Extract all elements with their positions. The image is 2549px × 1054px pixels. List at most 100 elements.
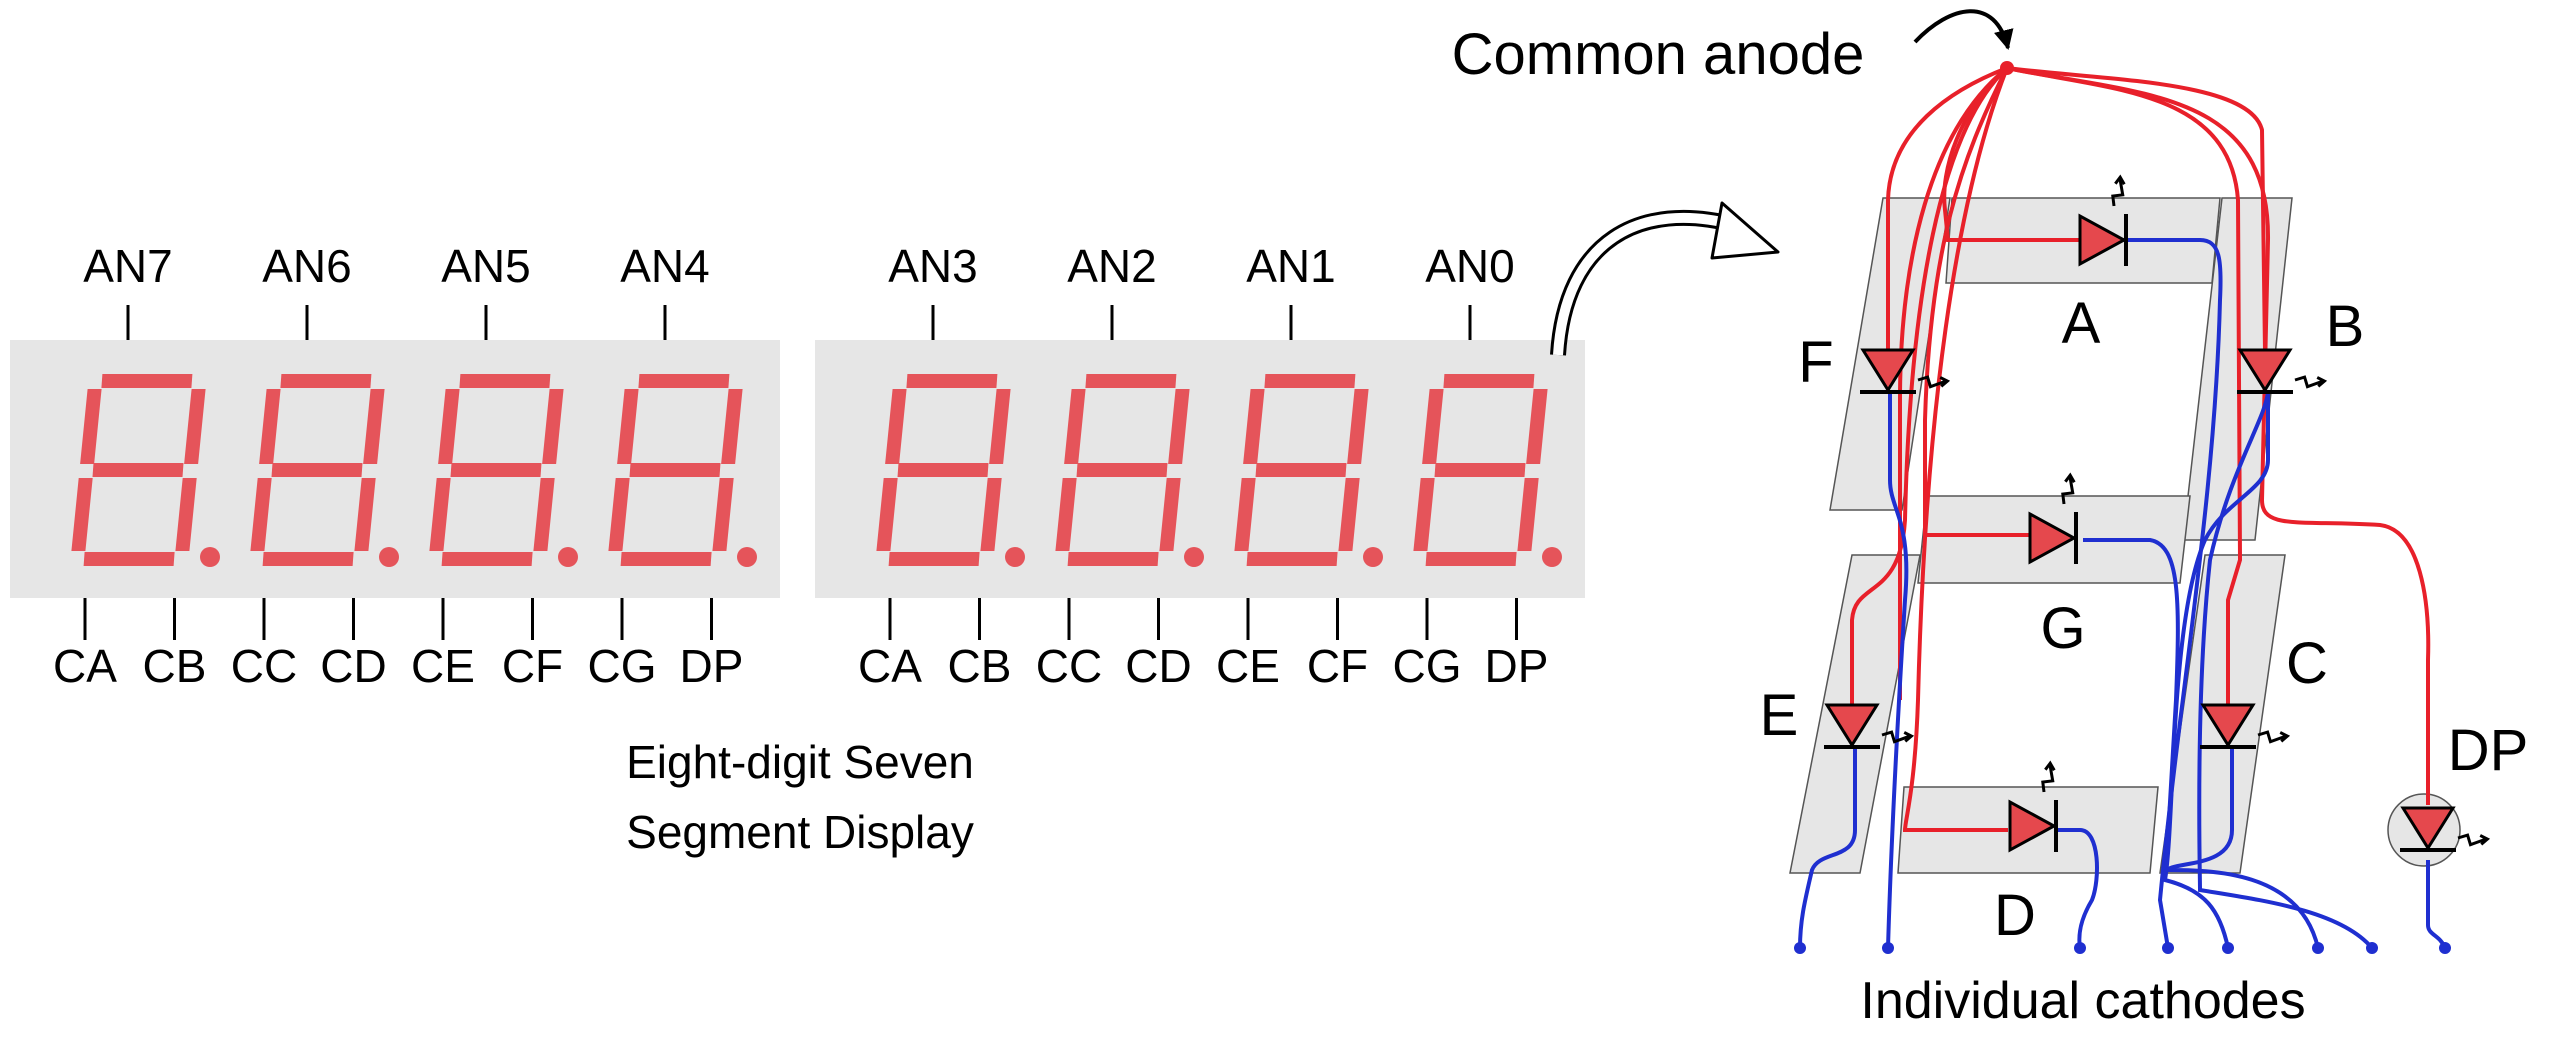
cathode-label: CE bbox=[1216, 640, 1280, 692]
digit-segment bbox=[721, 389, 743, 464]
cathode-terminals bbox=[1794, 942, 2451, 954]
digit-segment bbox=[1526, 389, 1548, 464]
cathode-label: DP bbox=[680, 640, 744, 692]
led-diode-icon-f bbox=[1860, 348, 1951, 394]
digit-segment bbox=[629, 463, 721, 477]
anode-label: AN7 bbox=[83, 240, 172, 292]
led-diode-icon-a bbox=[2078, 174, 2128, 267]
cathode-label: CC bbox=[1036, 640, 1102, 692]
segment-schematic: A B F G C E D DP bbox=[1760, 61, 2529, 954]
digit-decimal-point bbox=[200, 547, 220, 567]
digit-segment bbox=[1434, 463, 1526, 477]
light-emission-arrow-icon bbox=[1917, 375, 1951, 389]
led-diode-icon-b bbox=[2237, 348, 2328, 394]
led-diode-icon-g bbox=[2028, 472, 2078, 565]
seven-segment-digit bbox=[1055, 374, 1204, 567]
digit-decimal-point bbox=[1542, 547, 1562, 567]
cathode-label: CC bbox=[231, 640, 297, 692]
light-emission-arrow-icon bbox=[2111, 174, 2126, 207]
digit-segment bbox=[1425, 552, 1517, 566]
digit-segment bbox=[620, 552, 712, 566]
digit-segment bbox=[438, 389, 460, 464]
digit-segment bbox=[1067, 552, 1159, 566]
cathode-label: CG bbox=[1393, 640, 1462, 692]
display-title-line1: Eight-digit Seven bbox=[626, 736, 974, 788]
digit-segment bbox=[1422, 389, 1444, 464]
seven-segment-digit bbox=[608, 374, 757, 567]
digit-segment bbox=[450, 463, 542, 477]
digit-segment bbox=[271, 463, 363, 477]
digit-segment bbox=[262, 552, 354, 566]
digit-segment bbox=[250, 478, 272, 551]
digit-segment bbox=[459, 374, 551, 388]
digit-segment bbox=[83, 552, 175, 566]
digit-segment bbox=[80, 389, 102, 464]
segment-label-c: C bbox=[2286, 631, 2328, 696]
cathode-label: DP bbox=[1485, 640, 1549, 692]
anode-label: AN3 bbox=[888, 240, 977, 292]
digit-segment bbox=[897, 463, 989, 477]
digit-segment bbox=[980, 478, 1002, 551]
led-diode-icon-d bbox=[2008, 760, 2058, 853]
digit-segment bbox=[101, 374, 193, 388]
digit-segment bbox=[429, 478, 451, 551]
digit-segment bbox=[1255, 463, 1347, 477]
cathode-label: CA bbox=[858, 640, 922, 692]
common-anode-pointer-icon bbox=[1913, 9, 2014, 50]
digit-segment bbox=[1243, 389, 1265, 464]
led-diode-icon-dp bbox=[2400, 806, 2491, 852]
curved-arrow-icon bbox=[1550, 201, 1780, 356]
anode-label: AN0 bbox=[1425, 240, 1514, 292]
segment-label-d: D bbox=[1994, 883, 2036, 948]
digit-segment bbox=[1168, 389, 1190, 464]
common-anode-label: Common anode bbox=[1452, 22, 1865, 87]
cathode-label: CB bbox=[143, 640, 207, 692]
digit-segment bbox=[1413, 478, 1435, 551]
digit-segment bbox=[354, 478, 376, 551]
digit-segment bbox=[533, 478, 555, 551]
digit-segment bbox=[885, 389, 907, 464]
seven-segment-digit bbox=[250, 374, 399, 567]
digit-segment bbox=[542, 389, 564, 464]
digit-segment bbox=[638, 374, 730, 388]
light-emission-arrow-icon bbox=[1881, 730, 1915, 744]
led-diode-icon-e bbox=[1824, 703, 1915, 749]
digit-segment bbox=[1234, 478, 1256, 551]
digit-segment bbox=[1064, 389, 1086, 464]
cathode-label: CF bbox=[1307, 640, 1368, 692]
digit-segment bbox=[888, 552, 980, 566]
digit-decimal-point bbox=[558, 547, 578, 567]
digit-decimal-point bbox=[1184, 547, 1204, 567]
digit-segment bbox=[1076, 463, 1168, 477]
digit-segment bbox=[876, 478, 898, 551]
seven-segment-digit bbox=[876, 374, 1025, 567]
digit-segment bbox=[989, 389, 1011, 464]
digit-decimal-point bbox=[379, 547, 399, 567]
digit-segment bbox=[441, 552, 533, 566]
light-emission-arrow-icon bbox=[2457, 833, 2491, 847]
led-diode-icon-c bbox=[2200, 703, 2291, 749]
segment-label-b: B bbox=[2326, 294, 2365, 359]
display-title-line2: Segment Display bbox=[626, 806, 974, 858]
digit-segment bbox=[608, 478, 630, 551]
digit-segment bbox=[1085, 374, 1177, 388]
led-group bbox=[1824, 174, 2491, 853]
seven-segment-digit bbox=[1413, 374, 1562, 567]
anode-label: AN1 bbox=[1246, 240, 1335, 292]
digit-segment bbox=[184, 389, 206, 464]
digit-segment bbox=[1264, 374, 1356, 388]
digit-segment bbox=[1159, 478, 1181, 551]
digit-segment bbox=[1347, 389, 1369, 464]
digit-segment bbox=[71, 478, 93, 551]
segment-label-dp: DP bbox=[2448, 718, 2529, 783]
digit-segment bbox=[92, 463, 184, 477]
anode-wires bbox=[1850, 66, 2431, 832]
digit-segment bbox=[617, 389, 639, 464]
seven-segment-digit bbox=[429, 374, 578, 567]
digit-segment bbox=[1517, 478, 1539, 551]
seven-segment-digit bbox=[71, 374, 220, 567]
seven-segment-digit bbox=[1234, 374, 1383, 567]
